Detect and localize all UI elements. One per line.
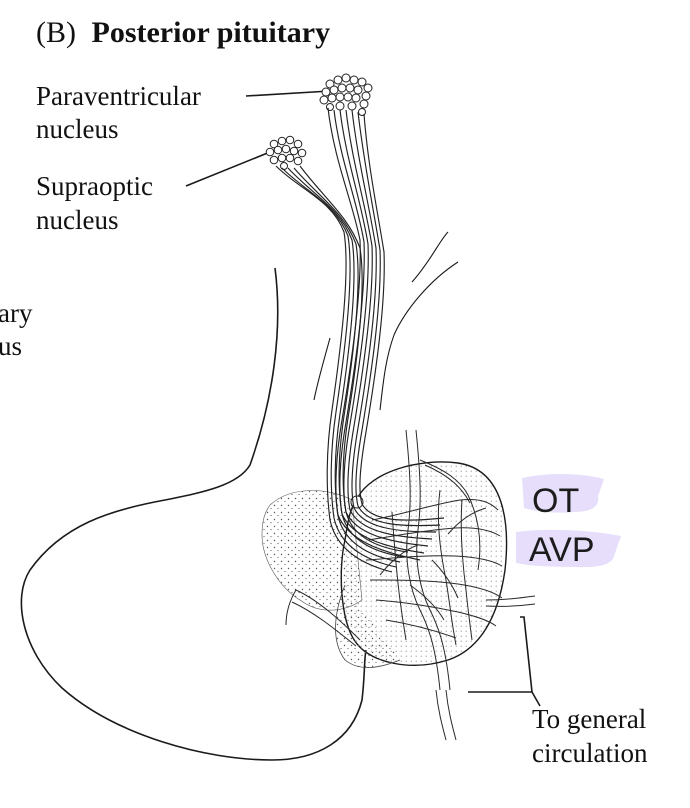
ot-tag: OT (532, 482, 579, 520)
supraoptic-leader-line (185, 151, 271, 187)
supraoptic-nucleus-cells (265, 135, 307, 170)
paraventricular-axon-bundle (327, 107, 445, 561)
ot-highlight (522, 473, 604, 513)
panel-title-text: Posterior pituitary (92, 16, 331, 49)
panel-letter: (B) (36, 16, 76, 49)
supraoptic-axon-bundle (275, 165, 409, 573)
supraoptic-label-line2: nucleus (36, 205, 118, 235)
circulation-label-line1: To general (532, 704, 646, 734)
circulation-bracket (468, 616, 541, 707)
posterior-lobe-left-tissue (261, 490, 363, 611)
posterior-lobe (335, 461, 508, 668)
paraventricular-label-line1: Paraventricular (36, 81, 201, 111)
panel-title: (B) Posterior pituitary (36, 16, 330, 49)
pituitary-outline (20, 231, 459, 761)
cutoff-label-line2: us (0, 331, 22, 361)
circulation-label-line2: circulation (532, 738, 648, 768)
paraventricular-leader-line (245, 90, 331, 97)
capillary-network (285, 429, 536, 741)
supraoptic-label-line1: Supraoptic (36, 171, 153, 201)
paraventricular-label-line2: nucleus (36, 114, 118, 144)
avp-highlight (516, 529, 621, 568)
avp-tag: AVP (529, 531, 595, 569)
cutoff-label-line1: ary (0, 298, 33, 328)
hormone-tags: OT AVP (516, 473, 621, 569)
